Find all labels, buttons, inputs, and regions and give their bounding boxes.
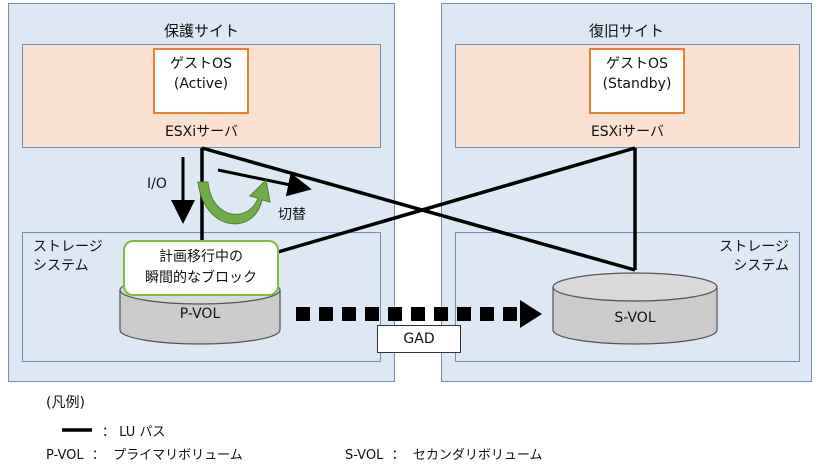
recovery-guest-os-state: (Standby) [602, 76, 672, 92]
protected-storage-label-line2: システム [33, 258, 89, 274]
switch-label: 切替 [278, 207, 306, 223]
callout-line2: 瞬間的なブロック [145, 270, 257, 286]
lu-path-recovery-to-pvol [277, 146, 636, 254]
momentary-block-callout: 計画移行中の 瞬間的なブロック [123, 240, 279, 296]
protected-esxi-label: ESXiサーバ [164, 124, 239, 140]
protected-storage-label-line1: ストレージ [33, 239, 103, 255]
protected-guest-os-name: ゲストOS [170, 56, 232, 72]
s-vol-label: S-VOL [614, 310, 656, 326]
callout-line1: 計画移行中の [159, 249, 243, 265]
protected-esxi-server: ゲストOS (Active) ESXiサーバ [22, 44, 381, 148]
legend-title: (凡例) [46, 395, 85, 411]
legend-lu-path: ： LU パス [102, 425, 166, 440]
protected-guest-os: ゲストOS (Active) [153, 48, 249, 114]
gad-label: GAD [377, 325, 461, 353]
recovery-esxi-server: ゲストOS (Standby) ESXiサーバ [455, 44, 800, 148]
s-vol-cylinder [552, 272, 718, 345]
u-turn-icon [197, 178, 271, 225]
recovery-guest-os-name: ゲストOS [606, 56, 668, 72]
switch-arrow [217, 168, 312, 197]
recovery-site-title: 復旧サイト [588, 22, 664, 40]
p-vol-label: P-VOL [179, 306, 221, 322]
legend-svol-definition: S-VOL ： セカンダリボリューム [345, 448, 543, 463]
protected-storage-label: ストレージ システム [33, 238, 103, 276]
recovery-storage-label-line1: ストレージ [719, 239, 789, 255]
recovery-esxi-label: ESXiサーバ [590, 124, 665, 140]
recovery-storage-label-line2: システム [733, 258, 789, 274]
protected-guest-os-state: (Active) [173, 76, 229, 92]
io-label: I/O [147, 176, 167, 192]
lu-path-protected-to-svol [201, 146, 636, 272]
gad-replication-arrow [296, 300, 542, 328]
legend-pvol-definition: P-VOL ： プライマリボリューム [46, 448, 243, 463]
recovery-storage-label: ストレージ システム [719, 238, 789, 276]
protected-site-title: 保護サイト [163, 22, 239, 40]
recovery-guest-os: ゲストOS (Standby) [589, 48, 685, 114]
